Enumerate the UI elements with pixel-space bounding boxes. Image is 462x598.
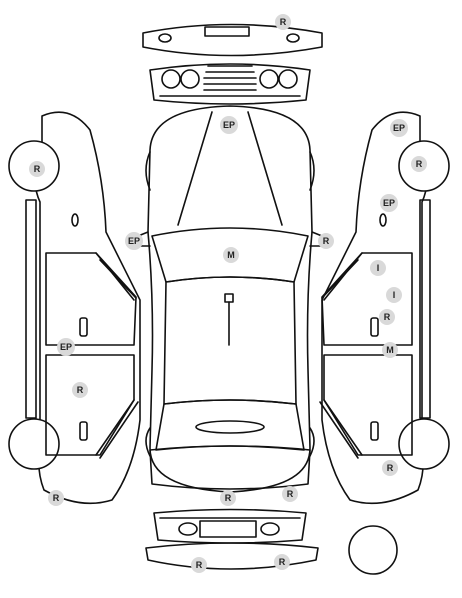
marker-left-rear-r[interactable]: R	[48, 490, 64, 506]
svg-text:R: R	[280, 17, 287, 27]
svg-text:EP: EP	[60, 342, 72, 352]
svg-text:R: R	[279, 557, 286, 567]
svg-text:R: R	[77, 385, 84, 395]
svg-text:R: R	[53, 493, 60, 503]
marker-right-front-wheel-r[interactable]: R	[411, 156, 427, 172]
marker-right-front-door-i-2[interactable]: I	[386, 287, 402, 303]
svg-text:EP: EP	[383, 198, 395, 208]
svg-text:EP: EP	[223, 120, 235, 130]
marker-right-mirror-r[interactable]: R	[318, 233, 334, 249]
svg-text:R: R	[225, 493, 232, 503]
svg-text:R: R	[34, 164, 41, 174]
marker-right-front-ep[interactable]: EP	[390, 119, 408, 137]
marker-right-front-door-i[interactable]: I	[370, 260, 386, 276]
svg-text:R: R	[323, 236, 330, 246]
svg-text:R: R	[287, 489, 294, 499]
svg-text:M: M	[386, 345, 394, 355]
front-grille	[149, 63, 311, 105]
rear-lights	[153, 508, 307, 544]
rear-bumper	[145, 542, 319, 570]
marker-rear-bumper-r-2[interactable]: R	[274, 554, 290, 570]
left-side	[8, 111, 141, 505]
marker-windshield-m[interactable]: M	[223, 247, 239, 263]
marker-rear-bumper-r[interactable]: R	[191, 557, 207, 573]
marker-right-front-door-r[interactable]: R	[379, 309, 395, 325]
svg-text:I: I	[377, 263, 380, 273]
marker-trunk-r[interactable]: R	[220, 490, 236, 506]
right-side	[319, 111, 450, 505]
svg-text:EP: EP	[128, 236, 140, 246]
marker-right-rear-wheel-r[interactable]: R	[382, 460, 398, 476]
svg-text:I: I	[393, 290, 396, 300]
marker-trunk-r-2[interactable]: R	[282, 486, 298, 502]
svg-text:EP: EP	[393, 123, 405, 133]
svg-text:R: R	[416, 159, 423, 169]
front-bumper	[142, 23, 323, 57]
marker-left-mirror-ep[interactable]: EP	[125, 232, 143, 250]
svg-text:R: R	[196, 560, 203, 570]
car-body-top	[137, 105, 323, 493]
damage-markers: R EP R EP R EP EP R M I I R EP M R	[29, 14, 427, 573]
marker-right-rocker-m[interactable]: M	[382, 342, 398, 358]
marker-right-fender-ep[interactable]: EP	[380, 194, 398, 212]
marker-left-front-wheel-r[interactable]: R	[29, 161, 45, 177]
spare-tire	[348, 525, 398, 575]
svg-text:M: M	[227, 250, 235, 260]
svg-text:R: R	[384, 312, 391, 322]
marker-front-bumper-r[interactable]: R	[275, 14, 291, 30]
marker-left-rear-door-r[interactable]: R	[72, 382, 88, 398]
marker-left-rocker-ep[interactable]: EP	[57, 338, 75, 356]
svg-text:R: R	[387, 463, 394, 473]
marker-hood-ep[interactable]: EP	[220, 116, 238, 134]
